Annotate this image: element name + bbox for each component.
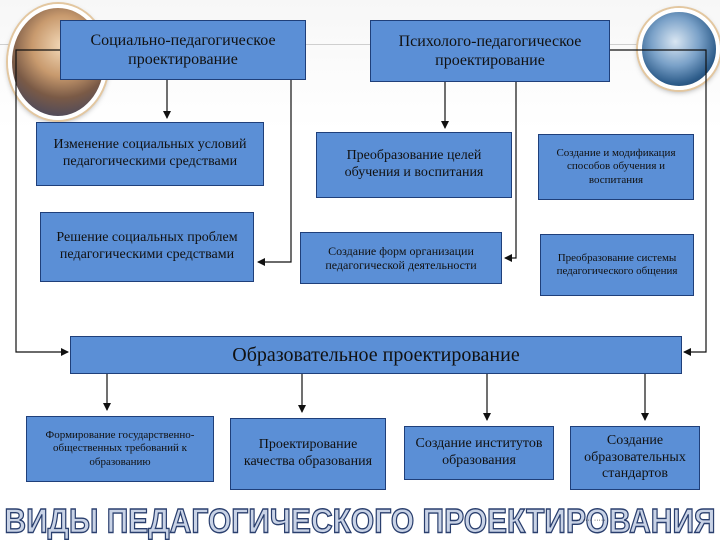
connector-psych-loop-right <box>524 49 707 356</box>
solve-problems-label: Решение социальных проблем педагогически… <box>56 230 238 262</box>
psych-design-label: Психолого-педагогическое проектирование <box>398 32 582 69</box>
office-photo-icon <box>638 8 720 90</box>
create-standards-box: Создание образовательных стандартов <box>570 426 700 490</box>
connector-psych-to-forms <box>504 82 517 262</box>
social-design-box: Социально-педагогическое проектирование <box>60 20 306 80</box>
transform-communication-label: Преобразование системы педагогического о… <box>556 251 678 277</box>
social-design-label: Социально-педагогическое проектирование <box>90 31 276 68</box>
design-quality-label: Проектирование качества образования <box>243 437 373 469</box>
design-quality-box: Проектирование качества образования <box>230 418 386 490</box>
create-institutes-box: Создание институтов образования <box>404 426 554 480</box>
form-requirements-label: Формирование государственно-общественных… <box>45 429 195 468</box>
create-methods-label: Создание и модификация способов обучения… <box>556 147 676 186</box>
slide-title: ВИДЫ ПЕДАГОГИЧЕСКОГО ПРОЕКТИРОВАНИЯ <box>4 502 716 541</box>
change-conditions-label: Изменение социальных условий педагогичес… <box>53 137 247 169</box>
connector-social-loop-left <box>15 49 69 356</box>
change-conditions-box: Изменение социальных условий педагогичес… <box>36 122 264 186</box>
transform-communication-box: Преобразование системы педагогического о… <box>540 234 694 296</box>
create-standards-label: Создание образовательных стандартов <box>584 432 686 482</box>
psych-design-box: Психолого-педагогическое проектирование <box>370 20 610 82</box>
create-forms-box: Создание форм организации педагогической… <box>300 232 502 284</box>
educational-design-label: Образовательное проектирование <box>232 344 520 366</box>
educational-design-box: Образовательное проектирование <box>70 336 682 374</box>
create-forms-label: Создание форм организации педагогической… <box>325 243 477 272</box>
watermark-logo: ·· ···· ····· <box>576 517 606 524</box>
transform-goals-label: Преобразование целей обучения и воспитан… <box>344 148 484 180</box>
create-institutes-label: Создание институтов образования <box>415 436 543 468</box>
header-divider <box>0 44 720 45</box>
solve-problems-box: Решение социальных проблем педагогически… <box>40 212 254 282</box>
create-methods-box: Создание и модификация способов обучения… <box>538 134 694 200</box>
form-requirements-box: Формирование государственно-общественных… <box>26 416 214 482</box>
connector-social-to-problems <box>257 80 292 266</box>
transform-goals-box: Преобразование целей обучения и воспитан… <box>316 132 512 198</box>
